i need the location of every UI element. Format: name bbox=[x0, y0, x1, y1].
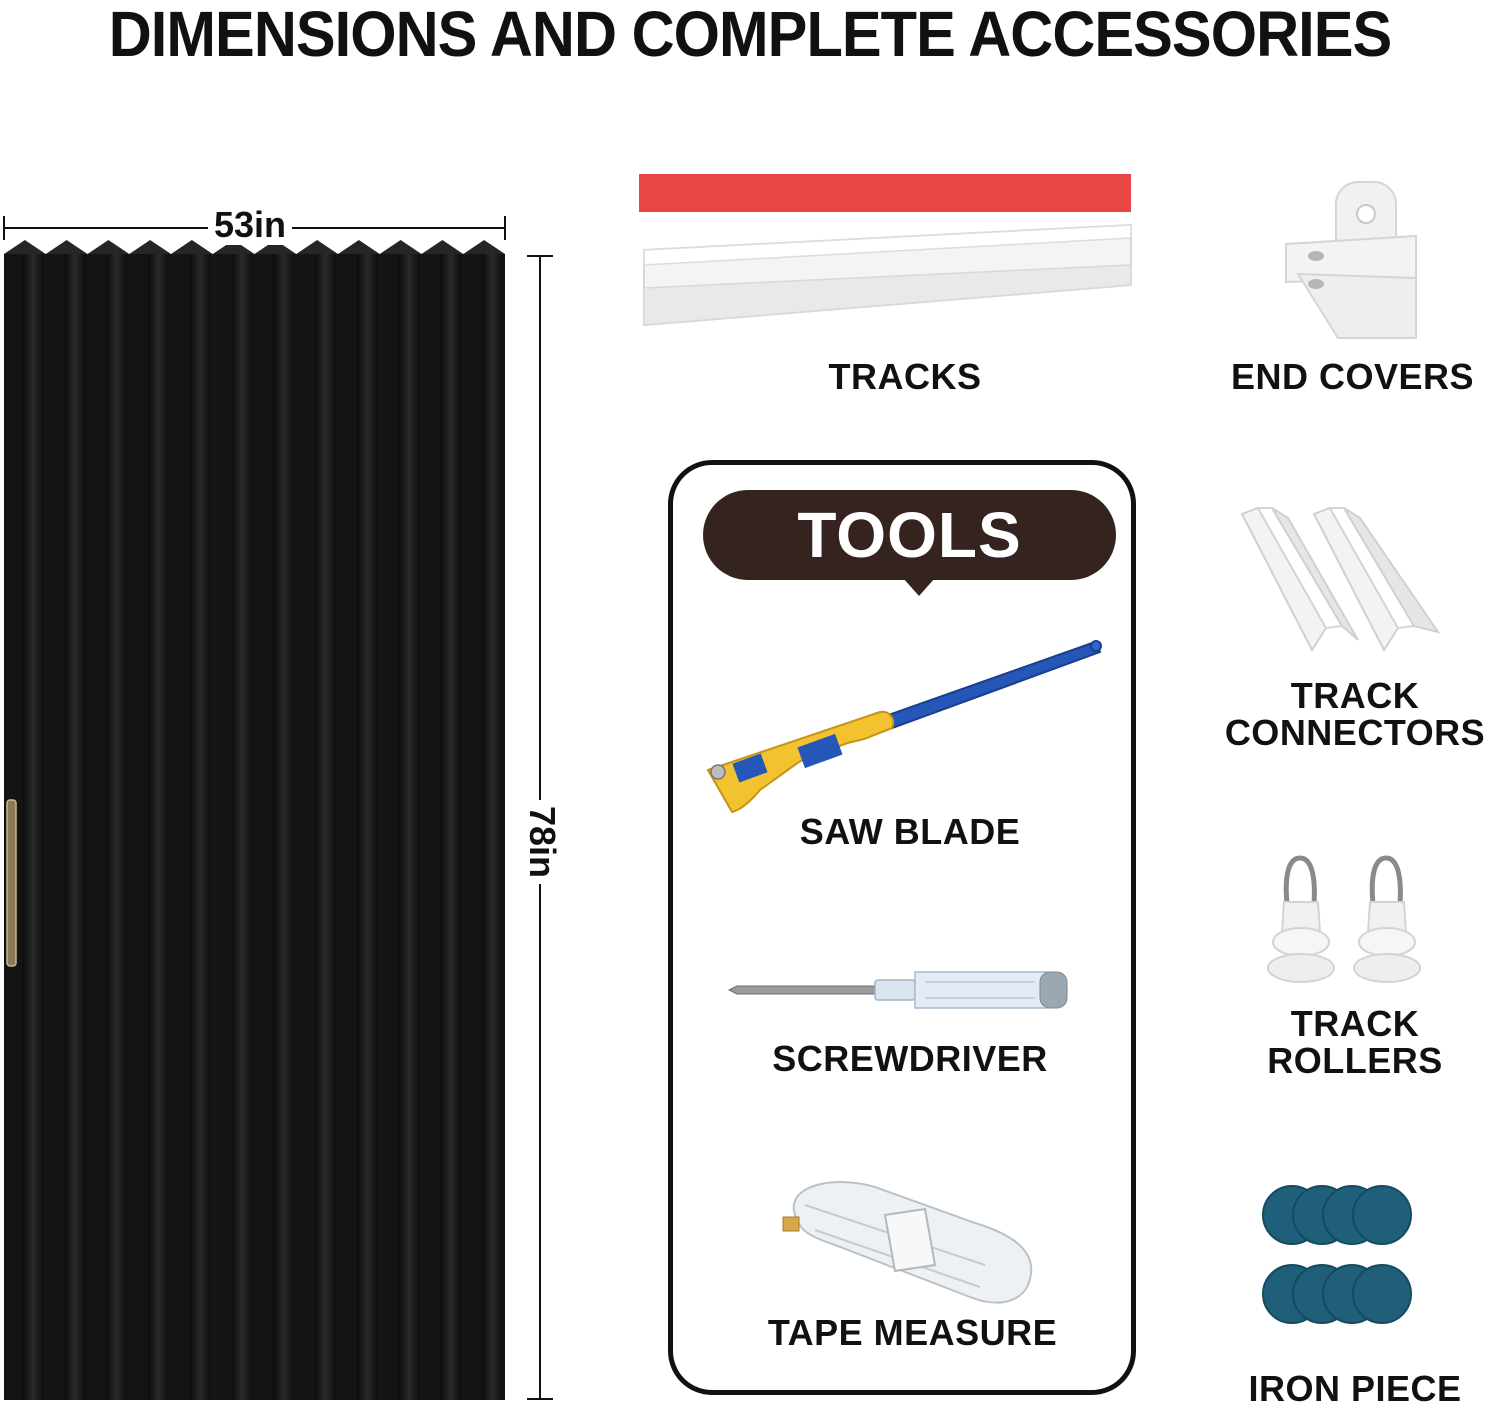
tools-heading: TOOLS bbox=[703, 490, 1116, 580]
screwdriver-label: SCREWDRIVER bbox=[772, 1038, 1048, 1079]
height-dimension-label: 78in bbox=[522, 799, 563, 885]
tape-measure-label: TAPE MEASURE bbox=[767, 1312, 1058, 1353]
door-pleat-top bbox=[463, 240, 505, 254]
saw-blade-label: SAW BLADE bbox=[799, 811, 1021, 852]
door-pleat bbox=[440, 254, 462, 1400]
width-dimension-label: 53in bbox=[208, 205, 293, 245]
door-pleat-top bbox=[338, 240, 380, 254]
screwdriver-image bbox=[727, 971, 1068, 1009]
door-pleat bbox=[148, 254, 169, 1400]
door-pleat bbox=[356, 254, 378, 1400]
door-pleat-top bbox=[379, 240, 422, 254]
door-pleat-top bbox=[171, 240, 213, 254]
door-pleat-top bbox=[129, 240, 171, 254]
track-connectors-label-line1: TRACK bbox=[1290, 675, 1420, 716]
door-pleat-top bbox=[212, 240, 255, 254]
door-pleat-top bbox=[45, 240, 88, 254]
door-pleat-top bbox=[87, 240, 130, 254]
end-covers-image bbox=[1285, 181, 1417, 339]
door-pleat-top bbox=[4, 240, 46, 254]
saw-blade-image bbox=[706, 640, 1102, 814]
tracks-label: TRACKS bbox=[828, 356, 982, 397]
track-connectors-label-line2: CONNECTORS bbox=[1224, 712, 1486, 753]
tracks-image bbox=[639, 174, 1132, 327]
door-pleat bbox=[398, 254, 420, 1400]
iron-piece-image bbox=[1262, 1185, 1412, 1324]
tools-panel bbox=[668, 460, 1136, 1395]
door-pleat bbox=[482, 254, 503, 1400]
door-pleat bbox=[273, 254, 295, 1400]
end-covers-label: END COVERS bbox=[1230, 356, 1475, 397]
door-pleat bbox=[189, 254, 211, 1400]
folding-door-image bbox=[4, 240, 505, 1400]
track-rollers-label-line1: TRACK bbox=[1290, 1003, 1420, 1044]
iron-piece-label: IRON PIECE bbox=[1248, 1368, 1462, 1409]
tools-heading-pointer bbox=[903, 578, 935, 596]
track-connectors-image bbox=[1240, 506, 1441, 653]
page-title: DIMENSIONS AND COMPLETE ACCESSORIES bbox=[108, 0, 1392, 70]
track-rollers-image bbox=[1267, 855, 1421, 983]
door-pleat bbox=[64, 254, 86, 1400]
door-pleat-top bbox=[254, 240, 297, 254]
tape-measure-image bbox=[782, 1181, 1033, 1304]
track-rollers-label-line2: ROLLERS bbox=[1267, 1040, 1443, 1081]
door-pleat bbox=[315, 254, 336, 1400]
door-pleat-top bbox=[421, 240, 464, 254]
door-pleat bbox=[22, 254, 44, 1400]
door-pleat-top bbox=[296, 240, 338, 254]
door-pleat bbox=[106, 254, 128, 1400]
door-pleat bbox=[231, 254, 253, 1400]
